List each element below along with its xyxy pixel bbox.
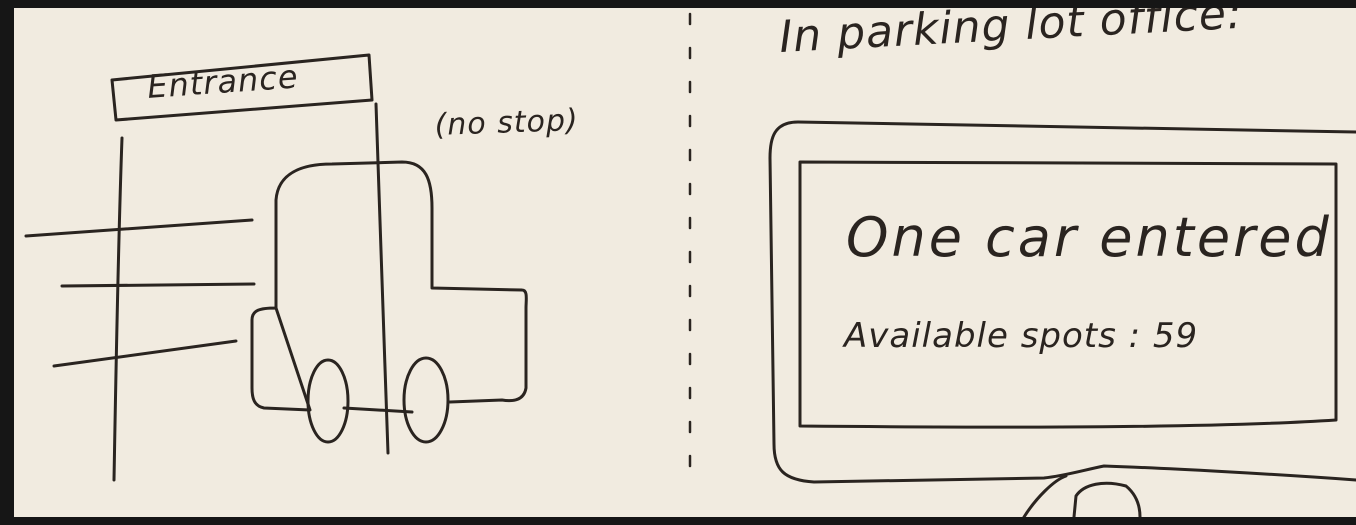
lane-line-middle bbox=[62, 284, 254, 286]
car-wheel-left bbox=[308, 360, 348, 442]
no-stop-note: (no stop) bbox=[434, 103, 579, 143]
monitor-message: One car entered bbox=[846, 206, 1332, 269]
monitor-stand bbox=[1024, 476, 1140, 517]
car-body bbox=[252, 162, 526, 412]
car-wheel-right bbox=[404, 358, 448, 442]
monitor-screen-frame bbox=[800, 162, 1336, 427]
monitor-available-spots: Available spots : 59 bbox=[844, 316, 1198, 356]
gate-post-right bbox=[376, 104, 388, 453]
lane-line-bottom bbox=[54, 341, 236, 366]
gate-post-left bbox=[114, 138, 122, 480]
sketch-photo: Entrance (no stop) In parking lot office… bbox=[14, 8, 1356, 517]
lane-line-top bbox=[26, 220, 252, 236]
